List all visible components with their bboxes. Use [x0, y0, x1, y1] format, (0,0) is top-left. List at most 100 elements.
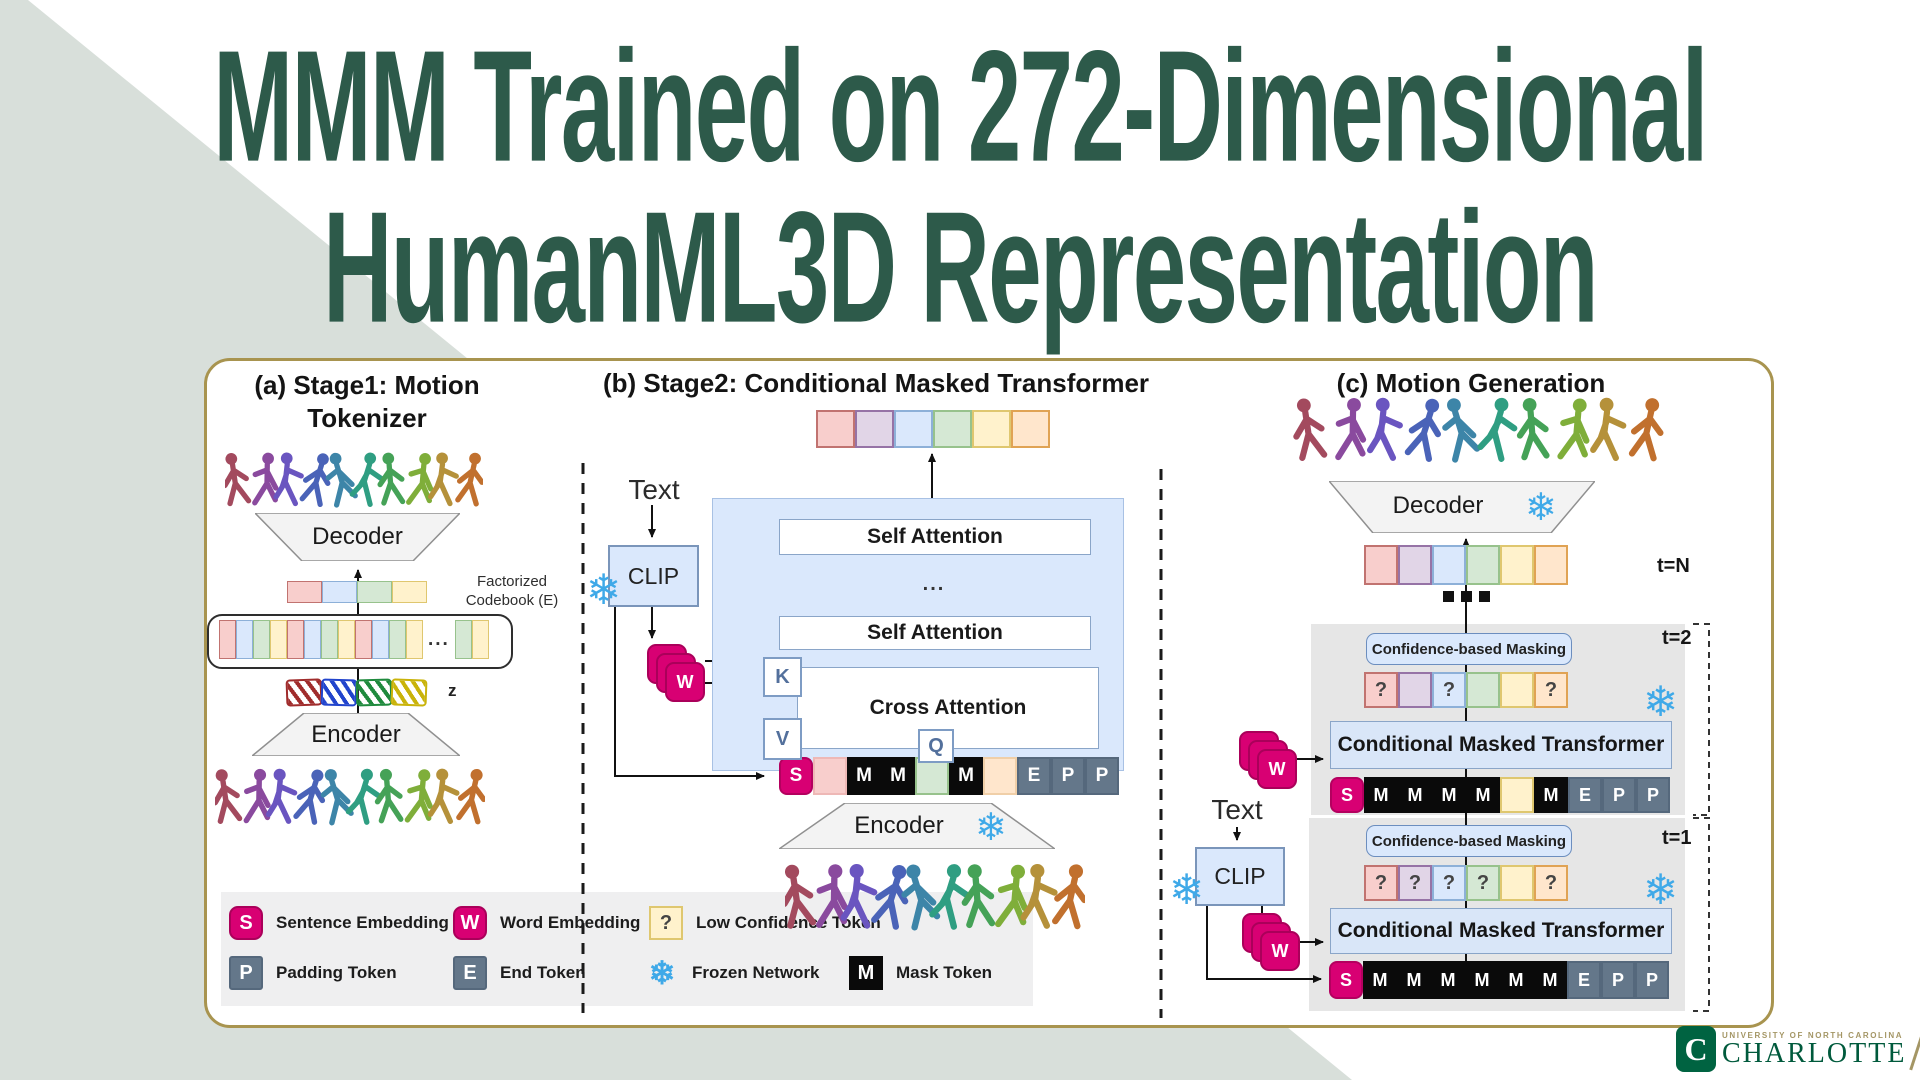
human-figure: [1335, 398, 1367, 461]
token-yellow: [1500, 777, 1534, 813]
token-yellow: [338, 620, 355, 659]
token-E: E: [1568, 777, 1602, 813]
word-token-front: W: [1260, 931, 1300, 971]
z-hatched-token: [355, 678, 393, 707]
token-P: P: [1051, 757, 1085, 795]
university-name-big: CHARLOTTE: [1722, 1037, 1907, 1069]
token-M: M: [1465, 961, 1499, 999]
factorized-codebook-label: Factorized Codebook (E): [465, 573, 559, 609]
token-S: S: [1329, 961, 1363, 999]
low-confidence-row-t1: ?????: [1364, 865, 1568, 901]
clip-encoder: CLIP: [1195, 847, 1285, 906]
human-figure: [456, 768, 485, 825]
mask-token: M: [849, 956, 883, 990]
token-yellow: [472, 620, 489, 659]
human-figure: [1628, 398, 1664, 462]
human-figure: [265, 768, 298, 824]
legend-item: ❄ Frozen Network: [645, 955, 820, 991]
human-figure: [345, 768, 381, 825]
human-figure: [1442, 398, 1481, 463]
legend-item: M Mask Token: [849, 956, 992, 990]
decoder-label: Decoder: [1392, 492, 1484, 519]
human-figure: [994, 864, 1028, 928]
token-?: ?: [1534, 865, 1568, 901]
confidence-masking-t1: Confidence-based Masking: [1366, 825, 1572, 857]
token-M: M: [847, 757, 881, 795]
word-embedding-token: W: [453, 906, 487, 940]
end-token: E: [453, 956, 487, 990]
token-purple: [1398, 672, 1432, 708]
iteration-ellipsis: [1443, 591, 1490, 602]
token-M: M: [1466, 777, 1500, 813]
token-red: [1364, 545, 1398, 585]
unc-charlotte-logo: C UNIVERSITY OF NORTH CAROLINA CHARLOTTE…: [1676, 1026, 1920, 1072]
human-figure: [374, 768, 404, 824]
z-label: z: [448, 681, 457, 700]
token-green: [321, 620, 338, 659]
self-attention-2: Self Attention: [779, 616, 1091, 650]
snowflake-icon: ❄: [1169, 866, 1205, 913]
token-S: S: [1330, 777, 1364, 813]
word-token-front: W: [1257, 749, 1297, 789]
slide-title: MMM Trained on 272-Dimensional HumanML3D…: [192, 25, 1728, 349]
human-figure: [215, 769, 243, 824]
token-P: P: [1085, 757, 1119, 795]
token-S: S: [779, 757, 813, 795]
motion-figures-strip: [215, 768, 485, 826]
snowflake-icon: ❄: [1643, 866, 1679, 913]
token-row-quantized: [287, 581, 427, 603]
human-figure: [325, 452, 358, 508]
human-figure: [406, 453, 434, 505]
charlotte-crown-icon: C: [1676, 1026, 1716, 1072]
output-token-row: [816, 410, 1050, 448]
token-blue: [1432, 545, 1466, 585]
encoder-a-trapezoid: Encoder: [252, 713, 460, 756]
legend-item: W Word Embedding: [453, 906, 640, 940]
token-green: [1466, 672, 1500, 708]
human-figure: [929, 864, 971, 930]
token-green: [915, 757, 949, 795]
text-input-label: Text: [628, 474, 680, 505]
token-yellow: [1500, 865, 1534, 901]
clip-encoder: CLIP: [608, 545, 699, 607]
token-?: ?: [1364, 672, 1398, 708]
token-orange: [1011, 410, 1050, 448]
word-embedding-stack: W: [647, 644, 705, 702]
human-figure: [243, 768, 271, 824]
human-figure: [1590, 397, 1627, 462]
z-hatched-token: [320, 678, 358, 707]
timestep-2-label: t=2: [1662, 627, 1692, 649]
human-figure: [1404, 398, 1442, 462]
encoder-label: Encoder: [311, 721, 401, 748]
token-?: ?: [1364, 865, 1398, 901]
human-figure: [961, 864, 996, 929]
human-figure: [840, 864, 878, 929]
human-figure: [901, 864, 941, 931]
timestep-1-label: t=1: [1662, 827, 1692, 849]
token-yellow: [392, 581, 427, 603]
conditional-masked-transformer-t1: Conditional Masked Transformer: [1330, 908, 1672, 954]
token-green: [389, 620, 406, 659]
legend-item: E End Token: [453, 956, 586, 990]
decoder-c-trapezoid: Decoder: [1329, 481, 1595, 533]
token-?: ?: [1466, 865, 1500, 901]
token-green: [357, 581, 392, 603]
token-yellow: [972, 410, 1011, 448]
architecture-diagram: (a) Stage1: Motion Tokenizer Decoder Fac…: [204, 358, 1774, 1028]
token-M: M: [1431, 961, 1465, 999]
human-figure: [293, 769, 326, 825]
snowflake-icon: ❄: [1643, 678, 1679, 725]
token-green: [1466, 545, 1500, 585]
motion-figures-strip: [785, 863, 1085, 931]
human-figure: [1367, 397, 1403, 461]
token-M: M: [1432, 777, 1466, 813]
token-blue: [894, 410, 933, 448]
human-figure: [428, 452, 459, 507]
university-name-small: UNIVERSITY OF NORTH CAROLINA: [1722, 1030, 1904, 1040]
snowflake-icon: ❄: [586, 566, 622, 613]
token-yellow: [406, 620, 423, 659]
snowflake-icon: ❄: [1525, 487, 1557, 529]
token-M: M: [949, 757, 983, 795]
human-figure: [349, 452, 384, 508]
low-confidence-row-t2: ???: [1364, 672, 1568, 708]
